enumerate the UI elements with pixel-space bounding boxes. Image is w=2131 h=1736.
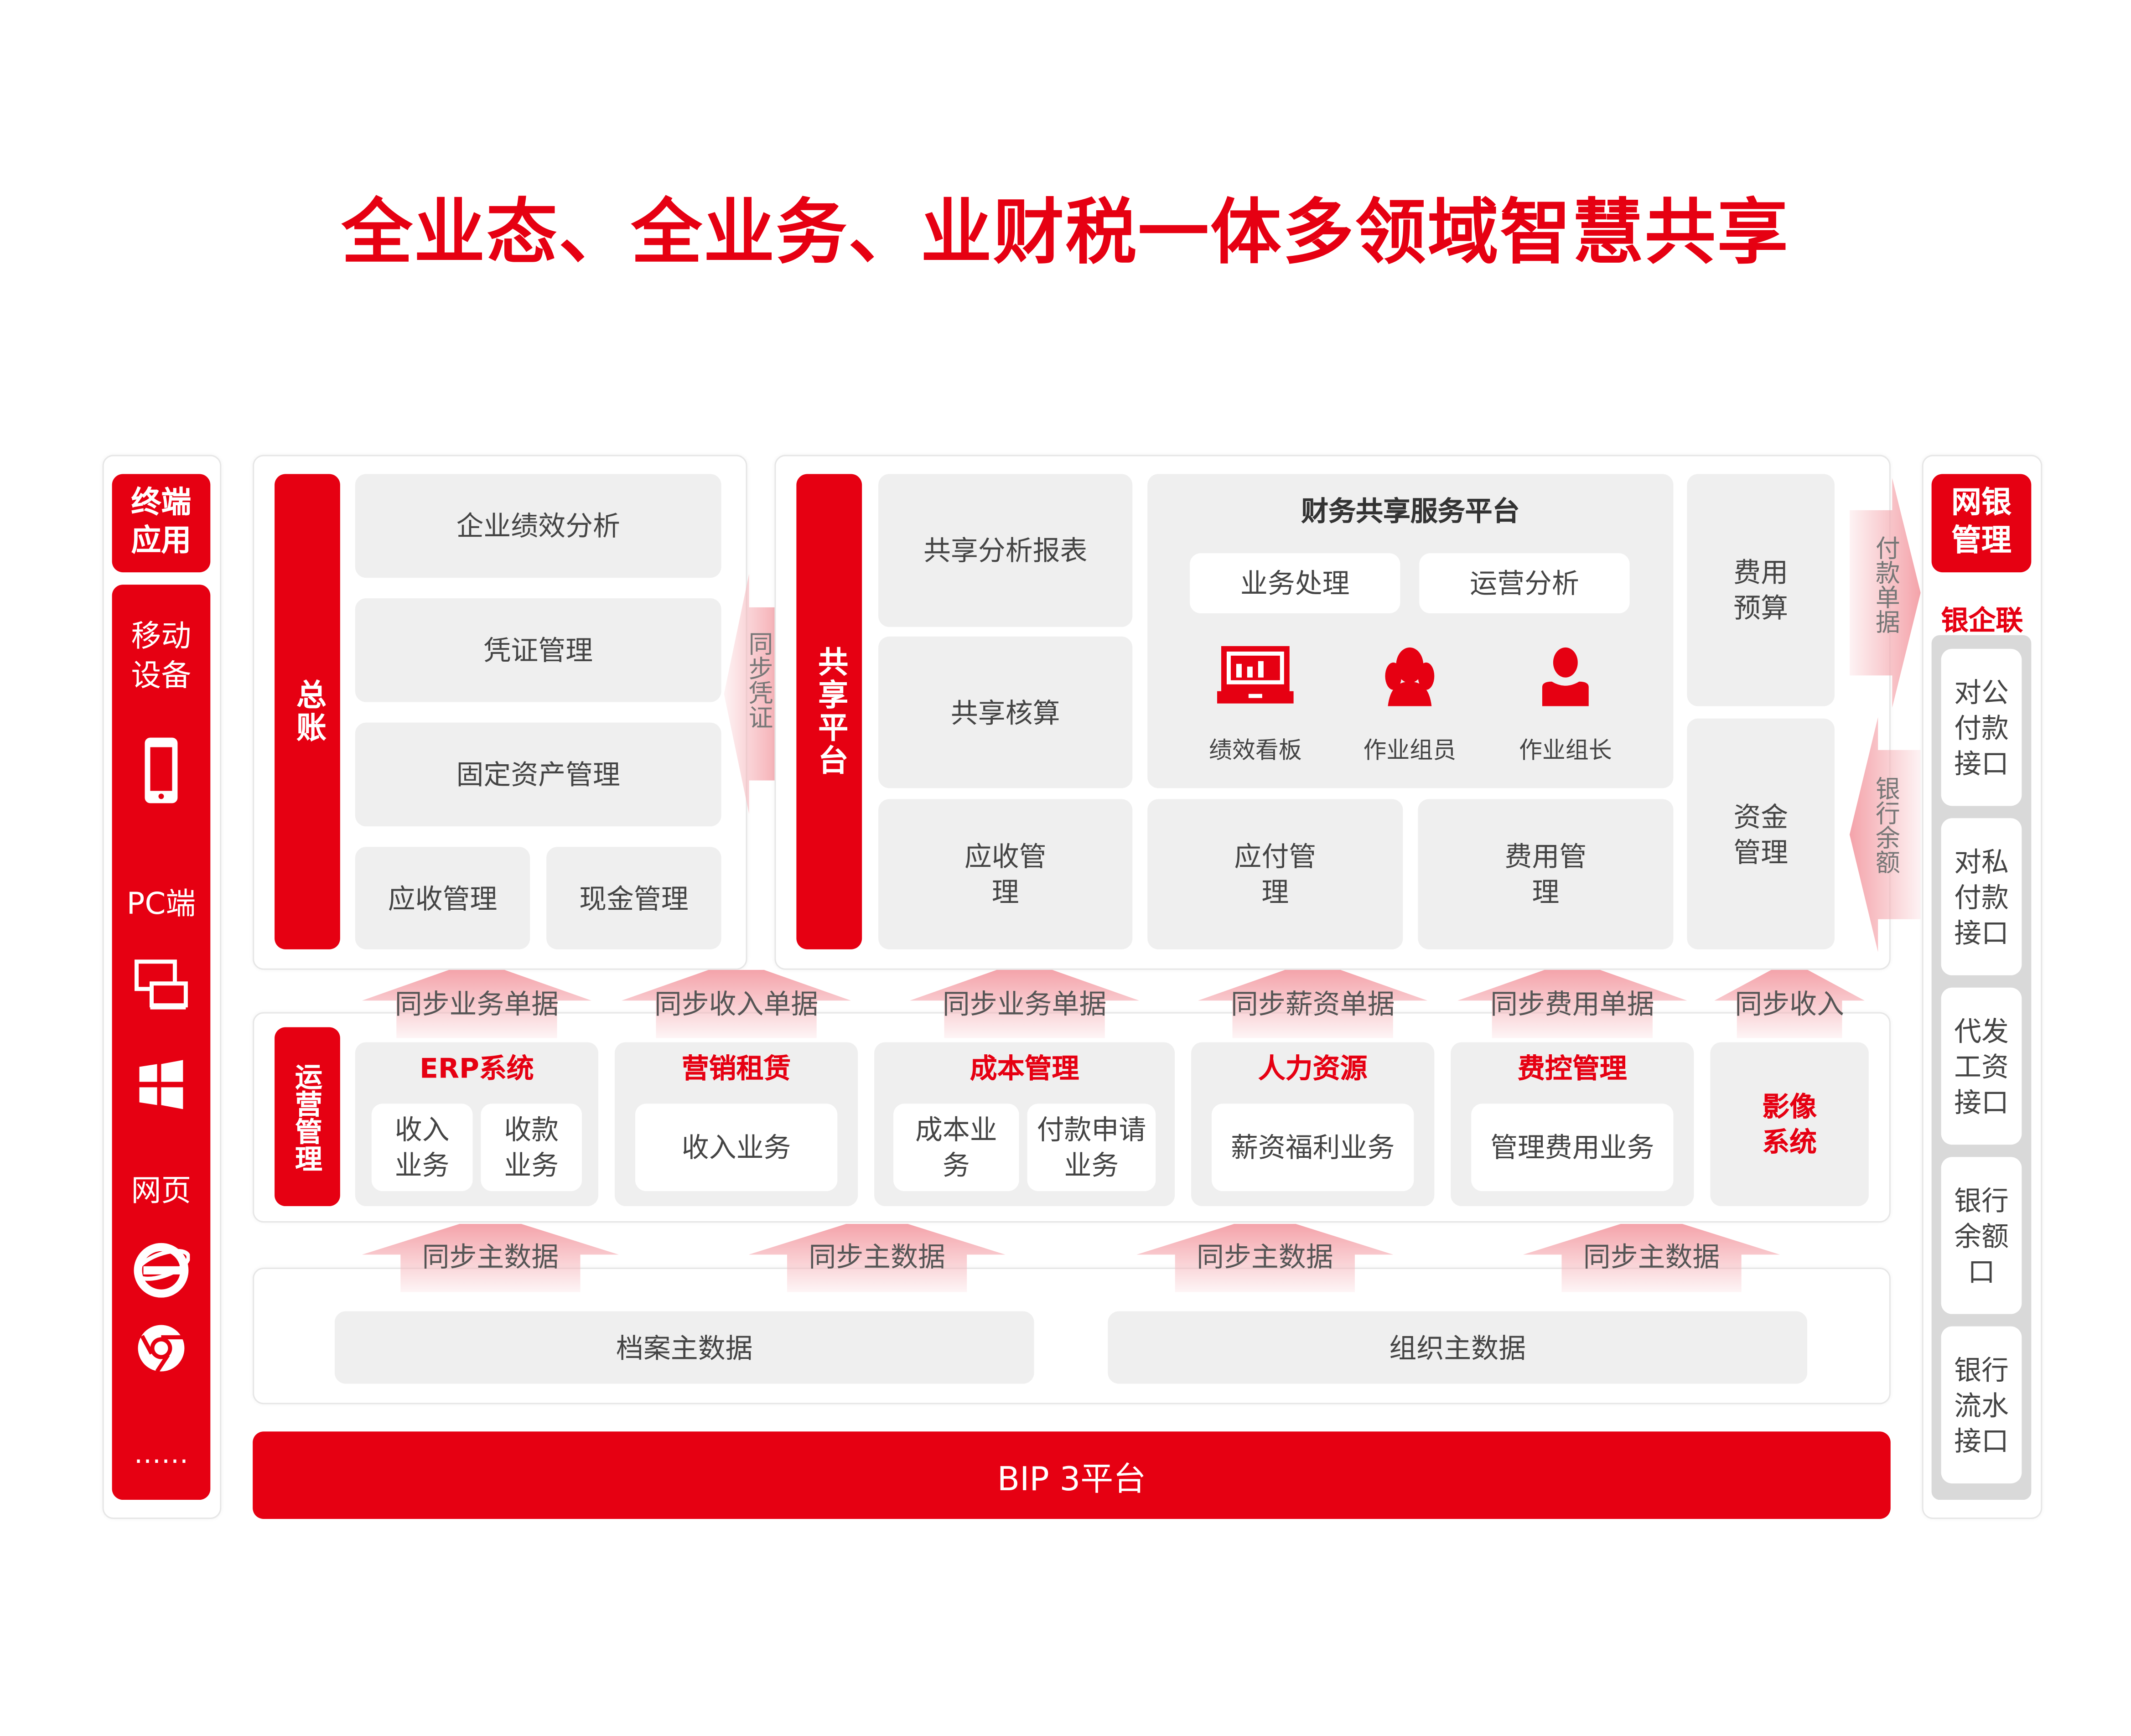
terminal-pc-label: PC端 [126,888,196,922]
terminal-more: …… [134,1437,189,1470]
module-item[interactable]: 付款申请业务 [1027,1104,1156,1192]
sync-voucher-label: 同步凭证 [744,631,773,730]
ledger-item[interactable]: 企业绩效分析 [355,474,721,578]
desktop-icon [135,959,188,1010]
chrome-icon [138,1325,185,1373]
role-label: 作业组长 [1519,737,1612,765]
bank-interface[interactable]: 银行流水接口 [1941,1326,2022,1484]
sync-label: 同步业务单据 [942,987,1107,1021]
module-title: 成本管理 [970,1052,1079,1085]
module-erp: ERP系统 收入业务 收款业务 [355,1042,599,1207]
smartphone-icon [145,737,178,803]
payment-doc-label: 付款单据 [1871,535,1900,634]
ie-browser-icon [134,1243,190,1298]
module-title: ERP系统 [419,1052,534,1085]
sync-label: 同步薪资单据 [1230,987,1395,1021]
archive-master-data[interactable]: 档案主数据 [334,1311,1034,1384]
bank-interface[interactable]: 对公付款接口 [1941,648,2022,806]
role-label: 作业组员 [1363,737,1457,765]
team-members-icon [1385,647,1435,706]
org-master-data[interactable]: 组织主数据 [1108,1311,1808,1384]
ledger-item[interactable]: 凭证管理 [355,598,721,702]
bank-balance-label: 银行余额 [1871,776,1900,875]
operations-label: 运营管理 [275,1027,340,1207]
module-expense-control: 费控管理 管理费用业务 [1451,1042,1694,1207]
page-title: 全业态、全业务、业财税一体多领域智慧共享 [341,192,1790,275]
ledger-item[interactable]: 应收管理 [355,847,530,949]
module-title: 人力资源 [1258,1052,1368,1085]
sync-master-label: 同步主数据 [1583,1240,1720,1273]
tab-ops-analysis[interactable]: 运营分析 [1419,553,1630,613]
module-item[interactable]: 薪资福利业务 [1212,1104,1414,1192]
module-cost: 成本管理 成本业务 付款申请业务 [874,1042,1175,1207]
shared-item[interactable]: 资金管理 [1687,718,1835,949]
bank-header: 网银管理 [1931,474,2032,573]
module-item[interactable]: 收款业务 [481,1104,582,1192]
role-label: 绩效看板 [1209,737,1302,765]
sync-label: 同步费用单据 [1490,987,1654,1021]
ledger-label: 总账 [275,474,340,949]
shared-item[interactable]: 费用管理 [1418,799,1674,949]
dashboard-icon [1217,646,1294,704]
module-item[interactable]: 成本业务 [893,1104,1019,1192]
shared-label: 共享平台 [796,474,862,949]
shared-item[interactable]: 共享核算 [878,636,1133,788]
windows-icon [139,1060,183,1109]
shared-item[interactable]: 应付管理 [1147,799,1403,949]
platform-title: 财务共享服务平台 [1301,494,1520,528]
module-item[interactable]: 收入业务 [371,1104,473,1192]
shared-item[interactable]: 应收管理 [878,799,1133,949]
sync-label: 同步业务单据 [394,987,559,1021]
team-leader-icon [1542,647,1589,706]
module-item[interactable]: 管理费用业务 [1471,1104,1674,1192]
module-hr: 人力资源 薪资福利业务 [1191,1042,1435,1207]
bank-interface[interactable]: 对私付款接口 [1941,818,2022,975]
module-item[interactable]: 收入业务 [635,1104,838,1192]
terminal-web-label: 网页 [131,1175,192,1209]
tab-business[interactable]: 业务处理 [1190,553,1400,613]
sync-master-label: 同步主数据 [422,1240,559,1273]
ledger-item[interactable]: 固定资产管理 [355,722,721,827]
bank-subheader: 银企联 [1941,604,2023,637]
module-title: 费控管理 [1518,1052,1627,1085]
terminal-list: 移动设备 PC端 网页 …… [112,585,211,1500]
module-title: 营销租赁 [681,1052,791,1085]
sync-label: 同步收入 [1735,987,1844,1021]
bank-interface[interactable]: 银行余额口 [1941,1157,2022,1314]
bip-platform-bar: BIP 3平台 [253,1431,1891,1519]
terminal-mobile-label: 移动设备 [131,620,192,694]
sync-master-label: 同步主数据 [809,1240,945,1273]
module-marketing-lease: 营销租赁 收入业务 [614,1042,858,1207]
shared-item[interactable]: 费用预算 [1687,474,1835,706]
sync-master-label: 同步主数据 [1197,1240,1333,1273]
ledger-item[interactable]: 现金管理 [546,847,721,949]
sync-label: 同步收入单据 [654,987,819,1021]
module-imaging[interactable]: 影像系统 [1710,1042,1869,1207]
finance-shared-platform: 财务共享服务平台 业务处理 运营分析 绩效看板 作业组员 作业组长 [1147,474,1674,788]
shared-item[interactable]: 共享分析报表 [878,474,1133,627]
terminal-header: 终端应用 [112,474,211,573]
bank-interface[interactable]: 代发工资接口 [1941,987,2022,1145]
